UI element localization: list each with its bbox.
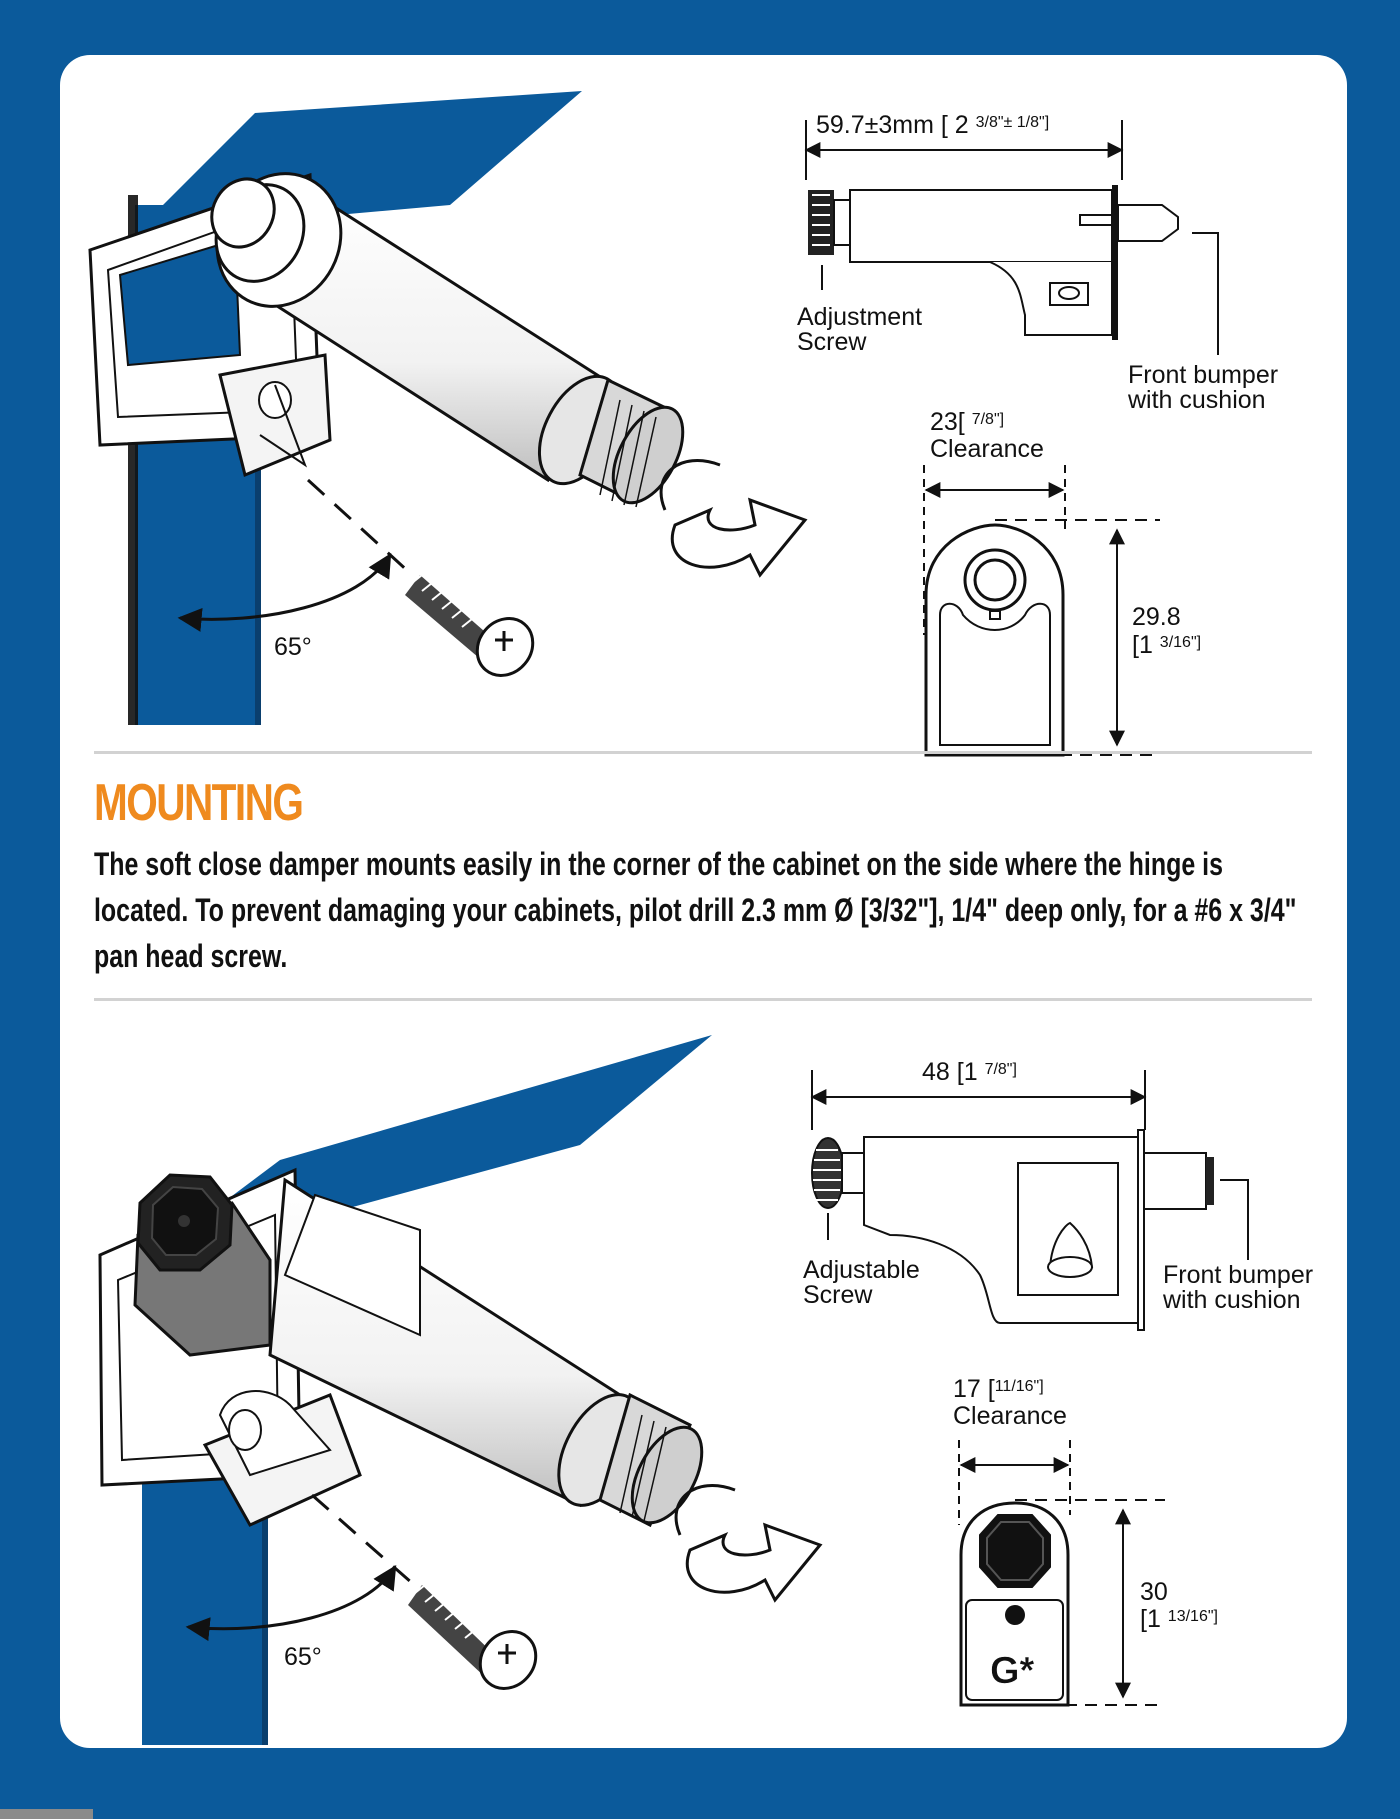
bottom-adjustment-knob [598,1392,704,1528]
top-pan-head-screw [405,574,535,677]
bottom-adjust-label-1: Adjustable [803,1256,920,1284]
bottom-length-dimension: 48 [1 7/8"] [922,1058,1017,1086]
divider-top [94,751,1312,754]
bottom-damper-illustration: 65° [98,1035,823,1745]
instruction-card: 65° 59.7±3mm [ 2 3/8"± 1/8"] Adjus [60,55,1347,1748]
bottom-pan-head-screw [408,1584,538,1690]
illustrations: 65° 59.7±3mm [ 2 3/8"± 1/8"] Adjus [88,91,1313,1745]
top-front-view: 23[ 7/8"] Clearance 29.8 [1 3/16"] [923,408,1201,757]
top-adjustment-knob [578,377,685,508]
bottom-clearance-value: 17 [11/16"] [953,1375,1044,1403]
bottom-front-view: 17 [11/16"] Clearance G* 30 [1 13/16"] [953,1375,1218,1707]
bottom-height-value: 30 [1140,1578,1168,1606]
top-damper-illustration: 65° [88,91,808,725]
bottom-adjust-label-2: Screw [803,1281,873,1309]
corner-mark [0,1809,93,1819]
top-side-body [849,189,1113,263]
top-length-dimension: 59.7±3mm [ 2 3/8"± 1/8"] [816,111,1049,139]
bottom-screw-hole [228,1409,262,1451]
bottom-side-view: 48 [1 7/8"] Adjustable Screw Front bumpe… [803,1058,1313,1331]
bottom-rotation-arrow [686,1522,823,1603]
divider-bottom [94,998,1312,1001]
top-rotation-arrow [671,497,808,578]
top-side-bumper [1117,204,1179,242]
top-height-value: 29.8 [1132,603,1181,631]
bottom-bumper-label-2: with cushion [1162,1286,1301,1314]
mounting-instructions: The soft close damper mounts easily in t… [94,846,1297,974]
bottom-height-frac: [1 13/16"] [1140,1605,1218,1633]
top-adjust-label-2: Screw [797,328,867,356]
top-height-frac: [1 3/16"] [1132,631,1201,659]
bottom-angle-arc [185,1564,397,1642]
section-heading: MOUNTING [94,774,304,832]
top-clearance-label: Clearance [930,435,1044,463]
top-angle-label: 65° [274,633,312,661]
top-bumper-label-2: with cushion [1127,386,1266,414]
bottom-side-bumper [1143,1152,1207,1210]
bottom-hex-cap [133,1173,272,1357]
top-clearance-value: 23[ 7/8"] [930,408,1004,436]
top-adjust-label-1: Adjustment [797,303,922,331]
bottom-bumper-label-1: Front bumper [1163,1261,1313,1289]
top-side-view: 59.7±3mm [ 2 3/8"± 1/8"] Adjustment Scre… [797,111,1278,414]
bottom-logo: G* [990,1650,1035,1692]
bottom-clearance-label: Clearance [953,1402,1067,1430]
top-angle-arc [177,552,392,632]
bottom-side-knob [811,1137,845,1209]
bottom-angle-label: 65° [284,1643,322,1671]
top-bumper-label-1: Front bumper [1128,361,1278,389]
